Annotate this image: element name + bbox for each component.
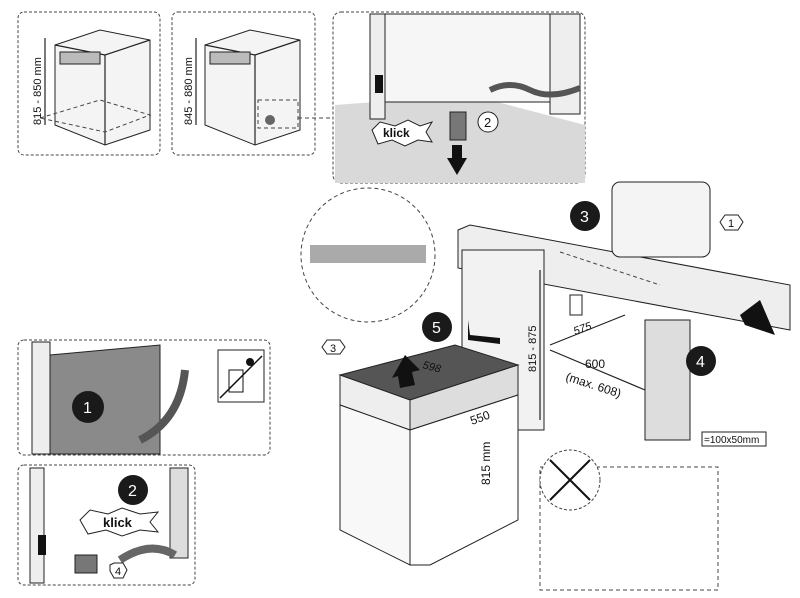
hinge-panel: 1 [17,339,271,456]
klick-label: klick [103,515,133,530]
niche-depth-label: 575 [572,320,594,338]
opening-size-label: =100x50mm [704,435,759,446]
width-label: 598 [421,359,443,376]
height-panel-a: 815 - 850 mm [17,11,161,156]
niche-width-label: 600 [585,357,605,371]
part-badge: 4 [115,566,121,578]
height-range-label: 845 - 880 mm [183,57,195,125]
plug-panel: 2 klick 4 [17,464,196,586]
height-label: 815 mm [479,442,493,485]
step-badge: 5 [432,320,441,337]
niche-width-max-label: (max. 608) [564,370,623,401]
part-badge: 1 [728,218,734,230]
step-badge: 3 [580,209,589,226]
height-range-label: 815 - 850 mm [32,57,44,125]
step-badge: 1 [83,400,92,417]
niche-height-label: 815 - 875 [527,326,539,372]
step-badge: 4 [696,354,705,371]
dishwasher: 5 3 598 550 815 mm [300,187,520,566]
part-badge: 3 [330,343,336,355]
klick-label: klick [383,126,410,140]
foot-adjust-panel: klick 2 [332,11,586,184]
depth-label: 550 [468,408,492,428]
height-panel-b: 845 - 880 mm [171,11,316,156]
step-badge: 2 [484,115,491,130]
detail-inset [611,181,711,258]
arrow-icon [740,300,775,335]
step-badge: 2 [128,483,137,500]
push-arrow-icon [468,320,500,344]
